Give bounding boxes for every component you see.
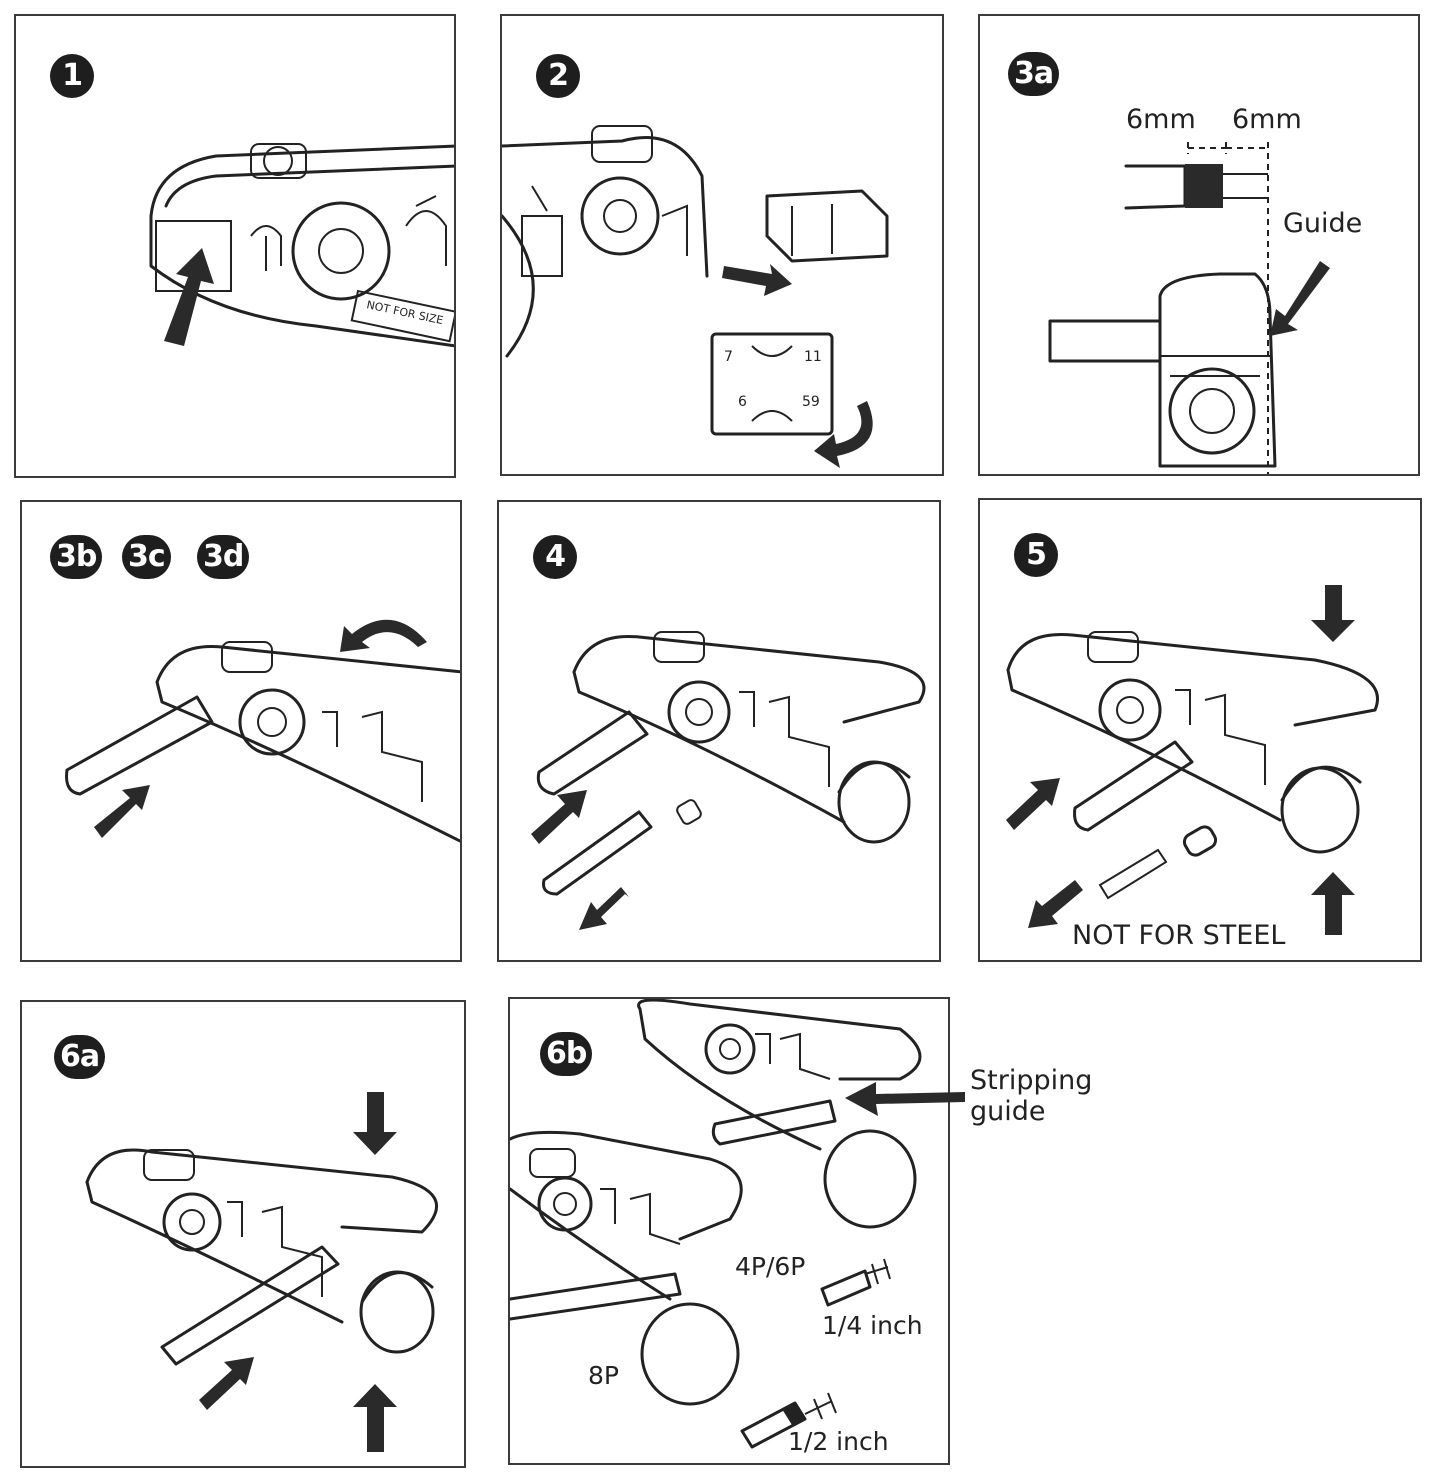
step-badge: 6a bbox=[54, 1035, 106, 1079]
guide-pointer-arrow-icon bbox=[1270, 261, 1330, 336]
quarter-inch-label: 1/4 inch bbox=[822, 1311, 923, 1340]
step-badge: 3a bbox=[1008, 52, 1060, 96]
remove-arrow-icon bbox=[722, 264, 792, 296]
push-arrow-icon bbox=[1006, 778, 1060, 830]
connector-4p6p-label: 4P/6P bbox=[735, 1252, 806, 1281]
blade-label: 7 bbox=[724, 349, 733, 365]
dimension-left-label: 6mm bbox=[1126, 104, 1196, 135]
panel-step-3b-3c-3d: 3b 3c 3d bbox=[20, 500, 462, 962]
panel-step-1: 1 NOT FOR SIZE bbox=[14, 14, 456, 478]
blade-label: 59 bbox=[802, 394, 820, 410]
panel-step-6b: 6b 4P/6P 1/4 inch 8P 1/2 inch bbox=[508, 997, 950, 1465]
step-badge: 5 bbox=[1014, 533, 1058, 577]
tool-label-text: NOT FOR SIZE bbox=[365, 298, 444, 327]
pull-arrow-icon bbox=[579, 887, 629, 930]
step-badge: 3b bbox=[50, 535, 103, 579]
strip-jacket-illustration bbox=[531, 631, 926, 930]
push-arrow-icon bbox=[199, 1357, 254, 1410]
step-badge: 6b bbox=[540, 1032, 593, 1076]
panel-step-6a: 6a bbox=[20, 1000, 466, 1468]
panel-step-2: 2 7 11 6 59 bbox=[500, 14, 944, 476]
stripping-guide-illustration bbox=[510, 999, 922, 1449]
half-inch-label: 1/2 inch bbox=[788, 1427, 889, 1456]
step-badge: 3d bbox=[197, 535, 250, 579]
step-badge: 4 bbox=[533, 535, 577, 579]
rotate-arrow-icon bbox=[814, 401, 873, 468]
stripping-guide-label-line1: Stripping bbox=[970, 1065, 1093, 1096]
step-badge: 2 bbox=[536, 54, 580, 98]
guide-label: Guide bbox=[1283, 208, 1363, 239]
connector-8p-label: 8P bbox=[588, 1361, 619, 1390]
push-arrow-icon bbox=[164, 248, 214, 346]
cable-insert-rotate-illustration bbox=[65, 619, 460, 843]
rotate-arrow-icon bbox=[340, 619, 427, 652]
step-badge: 3c bbox=[122, 535, 171, 579]
pull-arrow-icon bbox=[1028, 880, 1083, 928]
panel-step-3a: 3a 6mm 6mm Guide bbox=[978, 14, 1420, 476]
up-arrow-icon bbox=[353, 1384, 397, 1452]
blade-removal-illustration: 7 11 6 59 bbox=[502, 125, 889, 468]
push-arrow-icon bbox=[531, 790, 587, 844]
stripping-guide-label-line2: guide bbox=[970, 1096, 1046, 1127]
push-arrow-icon bbox=[94, 785, 150, 838]
stripper-tool-closeup-illustration: NOT FOR SIZE bbox=[149, 143, 454, 348]
blade-label: 11 bbox=[804, 349, 822, 365]
down-arrow-icon bbox=[353, 1092, 397, 1155]
panel-step-5: 5 NOT FOR STEEL bbox=[978, 498, 1422, 962]
blade-label: 6 bbox=[738, 394, 747, 410]
up-arrow-icon bbox=[1311, 872, 1355, 935]
not-for-steel-warning: NOT FOR STEEL bbox=[1072, 920, 1286, 951]
cut-wire-illustration bbox=[1006, 585, 1379, 935]
step-badge: 1 bbox=[50, 54, 94, 98]
down-arrow-icon bbox=[1311, 585, 1355, 642]
cable-guide-illustration bbox=[1048, 142, 1330, 474]
panel-step-4: 4 bbox=[497, 500, 941, 962]
flat-cable-insert-illustration bbox=[85, 1092, 439, 1452]
dimension-right-label: 6mm bbox=[1232, 104, 1302, 135]
